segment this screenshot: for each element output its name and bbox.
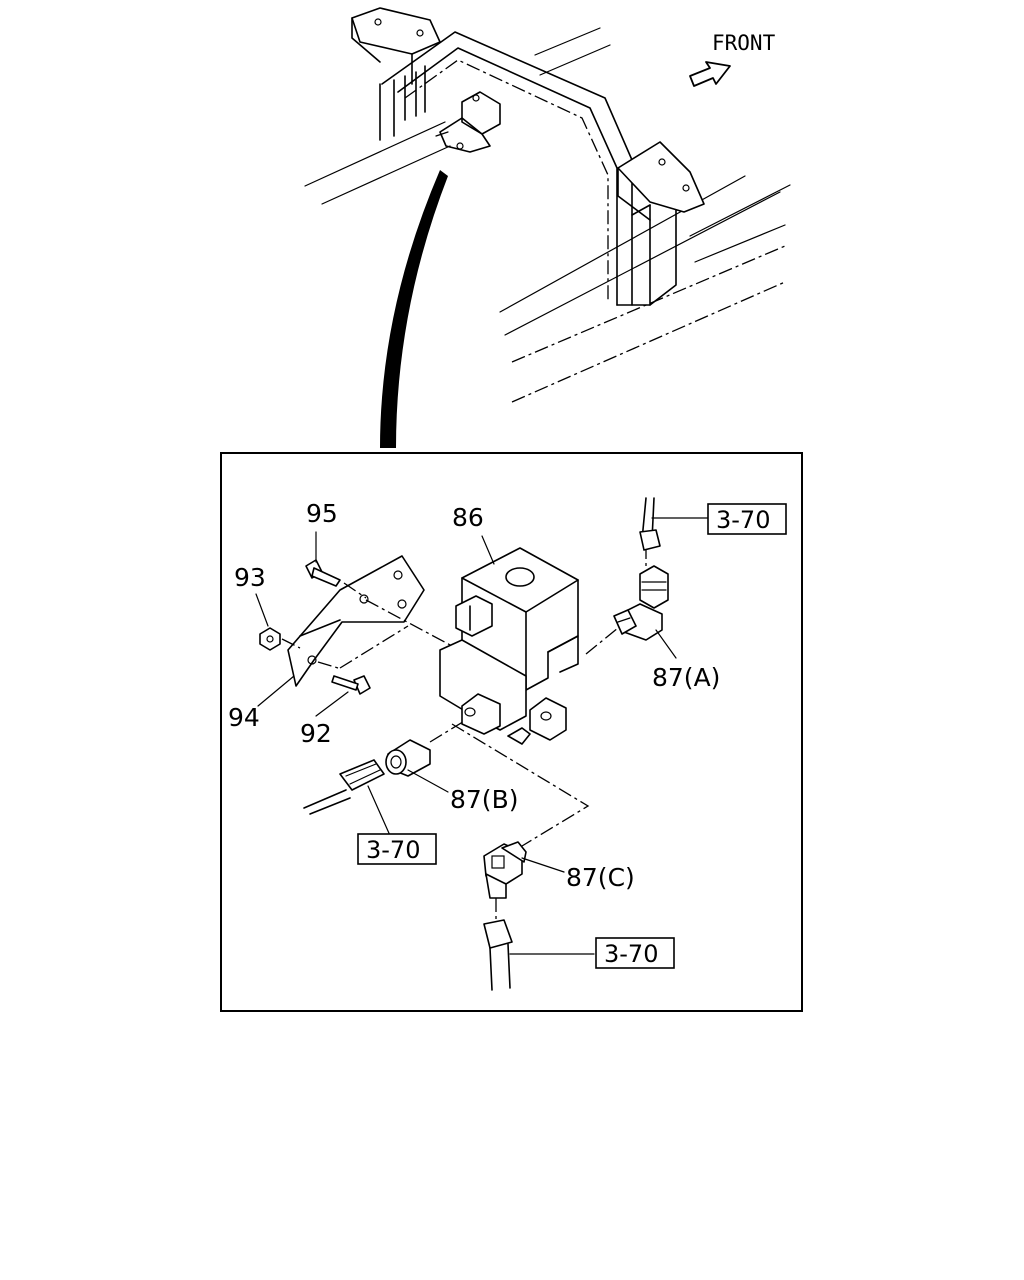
nut-93 (259, 627, 281, 651)
ref-top-text: 3-70 (716, 506, 770, 534)
chassis-overview (304, 7, 791, 403)
callout-86: 86 (452, 503, 484, 532)
detail-leader (380, 170, 448, 448)
callout-95: 95 (306, 499, 338, 528)
callout-87b: 87(B) (450, 785, 518, 814)
ref-bottom-text: 3-70 (604, 940, 658, 968)
callout-87a: 87(A) (652, 663, 720, 692)
hose-end-left (303, 759, 385, 815)
hose-end-top (639, 497, 661, 551)
front-arrow-icon (689, 61, 731, 87)
callout-94: 94 (228, 703, 260, 732)
bracket-94 (287, 555, 425, 687)
ref-box-bottom: 3-70 (595, 937, 675, 969)
bolt-92 (331, 675, 371, 695)
fitting-87a (613, 565, 669, 641)
bolt-95 (305, 559, 341, 587)
callout-93: 93 (234, 563, 266, 592)
detail-frame (220, 452, 803, 1012)
ref-box-top: 3-70 (707, 503, 787, 535)
ref-left-text: 3-70 (366, 836, 420, 864)
solenoid-valve-86 (439, 547, 579, 745)
front-label: FRONT (712, 31, 776, 55)
ref-box-left: 3-70 (357, 833, 437, 865)
fitting-87c (483, 841, 527, 899)
callout-87c: 87(C) (566, 863, 635, 892)
hose-end-bottom (483, 919, 513, 991)
callout-92: 92 (300, 719, 332, 748)
fitting-87b (385, 739, 431, 777)
